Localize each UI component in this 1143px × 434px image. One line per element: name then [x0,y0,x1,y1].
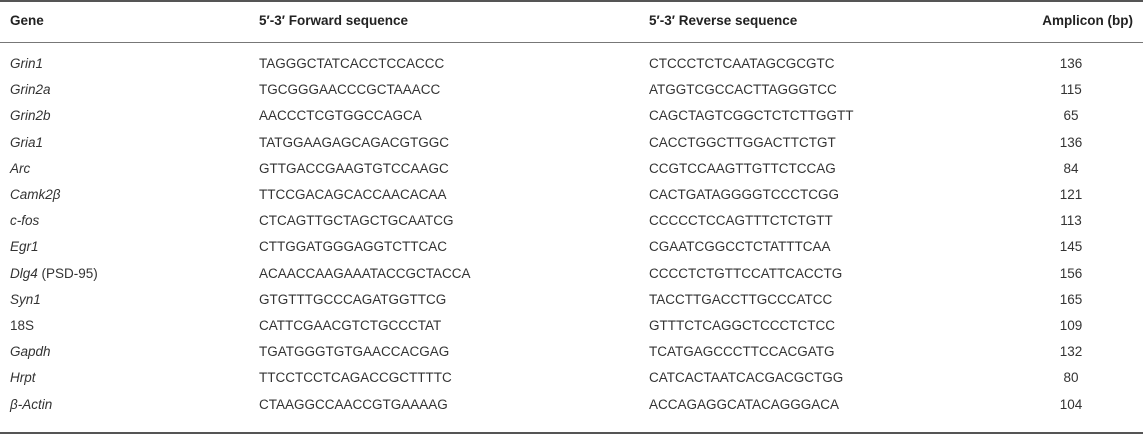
amplicon-cell: 115 [1060,82,1082,98]
header-amplicon: Amplicon (bp) [1042,13,1133,28]
gene-cell: Grin2b [10,103,51,129]
table-row: Arc GTTGACCGAAGTGTCCAAGC CCGTCCAAGTTGTTCTC… [0,156,1143,182]
gene-name: 18S [10,318,35,333]
gene-cell: Hrpt [10,365,36,391]
header-reverse-sequence: 5′-3′ Reverse sequence [649,13,798,28]
gene-cell: Syn1 [10,287,41,313]
gene-name: β-Actin [10,396,53,412]
gene-cell: Gria1 [10,130,43,156]
gene-name: Hrpt [10,370,36,386]
gene-cell: Gapdh [10,339,51,365]
gene-cell: Grin1 [10,51,43,77]
table-header-rule [0,42,1143,43]
gene-name: Grin2b [10,108,51,124]
reverse-sequence-cell: ACCAGAGGCATACAGGGACA [649,396,840,412]
forward-sequence-cell: TTCCTCCTCAGACCGCTTTTC [259,370,452,386]
gene-name: c-fos [10,213,40,229]
gene-name: Gapdh [10,344,51,360]
gene-cell: Dlg4 (PSD-95) [10,261,98,287]
gene-name: Dlg4 [10,265,38,281]
reverse-sequence-cell: CTCCCTCTCAATAGCGCGTC [649,56,835,71]
gene-name: Arc [10,160,31,176]
amplicon-cell: 145 [1059,239,1083,255]
reverse-sequence-cell: TACCTTGACCTTGCCCATCC [649,291,833,307]
reverse-sequence-cell: CACTGATAGGGGTCCCTCGG [649,187,839,202]
reverse-sequence-cell: ATGGTCGCCACTTAGGGTCC [649,82,837,98]
table-row: 18S CATTCGAACGTCTGCCCTAT GTTTCTCAGGCTCCCTC… [0,313,1143,339]
gene-suffix: (PSD-95) [37,265,98,281]
amplicon-cell: 136 [1059,134,1083,150]
gene-name: Camk2β [10,187,61,202]
amplicon-cell: 132 [1059,344,1083,360]
table-row: Gria1 TATGGAAGAGCAGACGTGGC CACCTGGCTTGGACT… [0,130,1143,156]
reverse-sequence-cell: CATCACTAATCACGACGCTGG [649,370,844,386]
amplicon-cell: 109 [1059,318,1083,333]
reverse-sequence-cell: GTTTCTCAGGCTCCCTCTCC [649,318,835,333]
gene-name: Egr1 [10,239,39,255]
forward-sequence-cell: CTCAGTTGCTAGCTGCAATCG [259,213,454,229]
gene-cell: Egr1 [10,234,39,260]
reverse-sequence-cell: CCCCTCTGTTCCATTCACCTG [649,265,843,281]
reverse-sequence-cell: CAGCTAGTCGGCTCTCTTGGTT [649,108,854,124]
table-bottom-rule [0,432,1143,434]
amplicon-cell: 165 [1059,291,1083,307]
amplicon-cell: 136 [1059,56,1083,71]
gene-name: Grin1 [10,56,44,71]
table-row: Hrpt TTCCTCCTCAGACCGCTTTTC CATCACTAATCACGA… [0,365,1143,391]
amplicon-cell: 84 [1063,160,1079,176]
gene-name: Syn1 [10,291,41,307]
forward-sequence-cell: AACCCTCGTGGCCAGCA [259,108,422,124]
amplicon-cell: 65 [1063,108,1079,124]
forward-sequence-cell: CATTCGAACGTCTGCCCTAT [259,318,442,333]
table-row: Grin2b AACCCTCGTGGCCAGCA CAGCTAGTCGGCTCTCT… [0,103,1143,129]
amplicon-cell: 80 [1063,370,1079,386]
amplicon-cell: 121 [1059,187,1083,202]
forward-sequence-cell: TAGGGCTATCACCTCCACCC [259,56,445,71]
forward-sequence-cell: GTTGACCGAAGTGTCCAAGC [259,160,449,176]
gene-cell: 18S [10,313,34,339]
gene-cell: β-Actin [10,392,52,418]
forward-sequence-cell: ACAACCAAGAAATACCGCTACCA [259,265,471,281]
amplicon-cell: 113 [1060,213,1082,229]
gene-name: Gria1 [10,134,44,150]
table-row: Gapdh TGATGGGTGTGAACCACGAG TCATGAGCCCTTCCA… [0,339,1143,365]
table-row: Egr1 CTTGGATGGGAGGTCTTCAC CGAATCGGCCTCTATT… [0,234,1143,260]
amplicon-cell: 156 [1059,265,1083,281]
gene-cell: Camk2β [10,182,60,208]
forward-sequence-cell: CTTGGATGGGAGGTCTTCAC [259,239,447,255]
table-row: c-fos CTCAGTTGCTAGCTGCAATCG CCCCCTCCAGTTTC… [0,208,1143,234]
reverse-sequence-cell: CCGTCCAAGTTGTTCTCCAG [649,160,836,176]
forward-sequence-cell: TGATGGGTGTGAACCACGAG [259,344,450,360]
gene-name: Grin2a [10,82,51,98]
amplicon-cell: 104 [1059,396,1083,412]
header-gene: Gene [10,13,44,28]
forward-sequence-cell: TTCCGACAGCACCAACACAA [259,187,447,202]
table-row: Camk2β TTCCGACAGCACCAACACAA CACTGATAGGGGTC… [0,182,1143,208]
table-row: Syn1 GTGTTTGCCCAGATGGTTCG TACCTTGACCTTGCCC… [0,287,1143,313]
header-forward-sequence: 5′-3′ Forward sequence [259,13,409,28]
gene-cell: Arc [10,156,30,182]
table-top-rule [0,0,1143,2]
gene-cell: c-fos [10,208,39,234]
table-row: Dlg4 (PSD-95) ACAACCAAGAAATACCGCTACCA CCCC… [0,261,1143,287]
reverse-sequence-cell: CACCTGGCTTGGACTTCTGT [649,134,836,150]
table-header-row: Gene 5′-3′ Forward sequence 5′-3′ Revers… [0,2,1143,40]
reverse-sequence-cell: CCCCCTCCAGTTTCTCTGTT [649,213,833,229]
forward-sequence-cell: TATGGAAGAGCAGACGTGGC [259,134,450,150]
forward-sequence-cell: CTAAGGCCAACCGTGAAAAG [259,396,448,412]
table-row: β-Actin CTAAGGCCAACCGTGAAAAG ACCAGAGGCATAC… [0,392,1143,418]
forward-sequence-cell: TGCGGGAACCCGCTAAACC [259,82,441,98]
gene-cell: Grin2a [10,77,51,103]
table-row: Grin1 TAGGGCTATCACCTCCACCC CTCCCTCTCAATAGC… [0,51,1143,77]
table-row: Grin2a TGCGGGAACCCGCTAAACC ATGGTCGCCACTTAG… [0,77,1143,103]
forward-sequence-cell: GTGTTTGCCCAGATGGTTCG [259,291,447,307]
reverse-sequence-cell: TCATGAGCCCTTCCACGATG [649,344,835,360]
reverse-sequence-cell: CGAATCGGCCTCTATTTCAA [649,239,831,255]
